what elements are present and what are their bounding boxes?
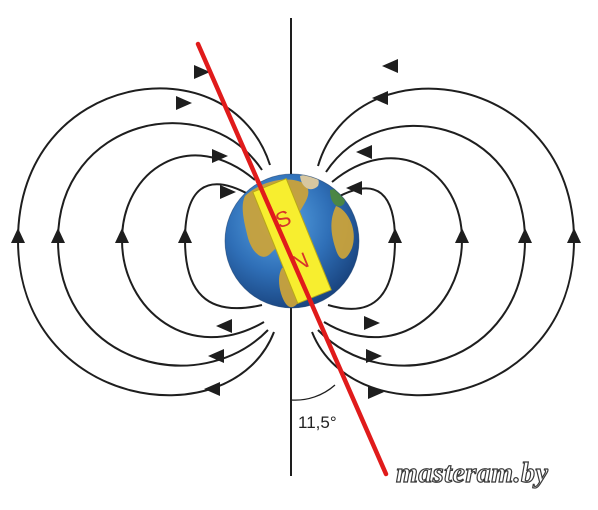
arrow-right-icon [194, 65, 210, 79]
arrow-up-icon [178, 228, 192, 243]
arrow-up-icon [11, 228, 25, 243]
arrow-left-icon [356, 145, 372, 159]
arrow-right-icon [212, 149, 228, 163]
arrow-right-icon [176, 96, 192, 110]
arrow-up-icon [518, 228, 532, 243]
arrow-up-icon [51, 228, 65, 243]
arrow-up-icon [455, 228, 469, 243]
arrow-up-icon [567, 228, 581, 243]
angle-label: 11,5° [298, 413, 337, 432]
watermark-text: masteram.by [395, 457, 549, 489]
arrow-left-icon [346, 181, 362, 195]
arrow-left-icon [204, 382, 220, 396]
magnetic-axis-line [195, 41, 389, 477]
arrow-up-icon [115, 228, 129, 243]
arrow-left-icon [216, 319, 232, 333]
arrow-left-icon [208, 349, 224, 363]
field-arrows [11, 59, 581, 399]
arrow-left-icon [372, 91, 388, 105]
angle-arc [290, 384, 336, 401]
continent-greenland [300, 174, 319, 190]
arrow-right-icon [368, 385, 384, 399]
arrow-right-icon [220, 185, 236, 199]
arrow-left-icon [382, 59, 398, 73]
arrow-up-icon [388, 228, 402, 243]
arrow-right-icon [366, 349, 382, 363]
continent-europe-africa [331, 206, 354, 259]
arrow-right-icon [364, 316, 380, 330]
